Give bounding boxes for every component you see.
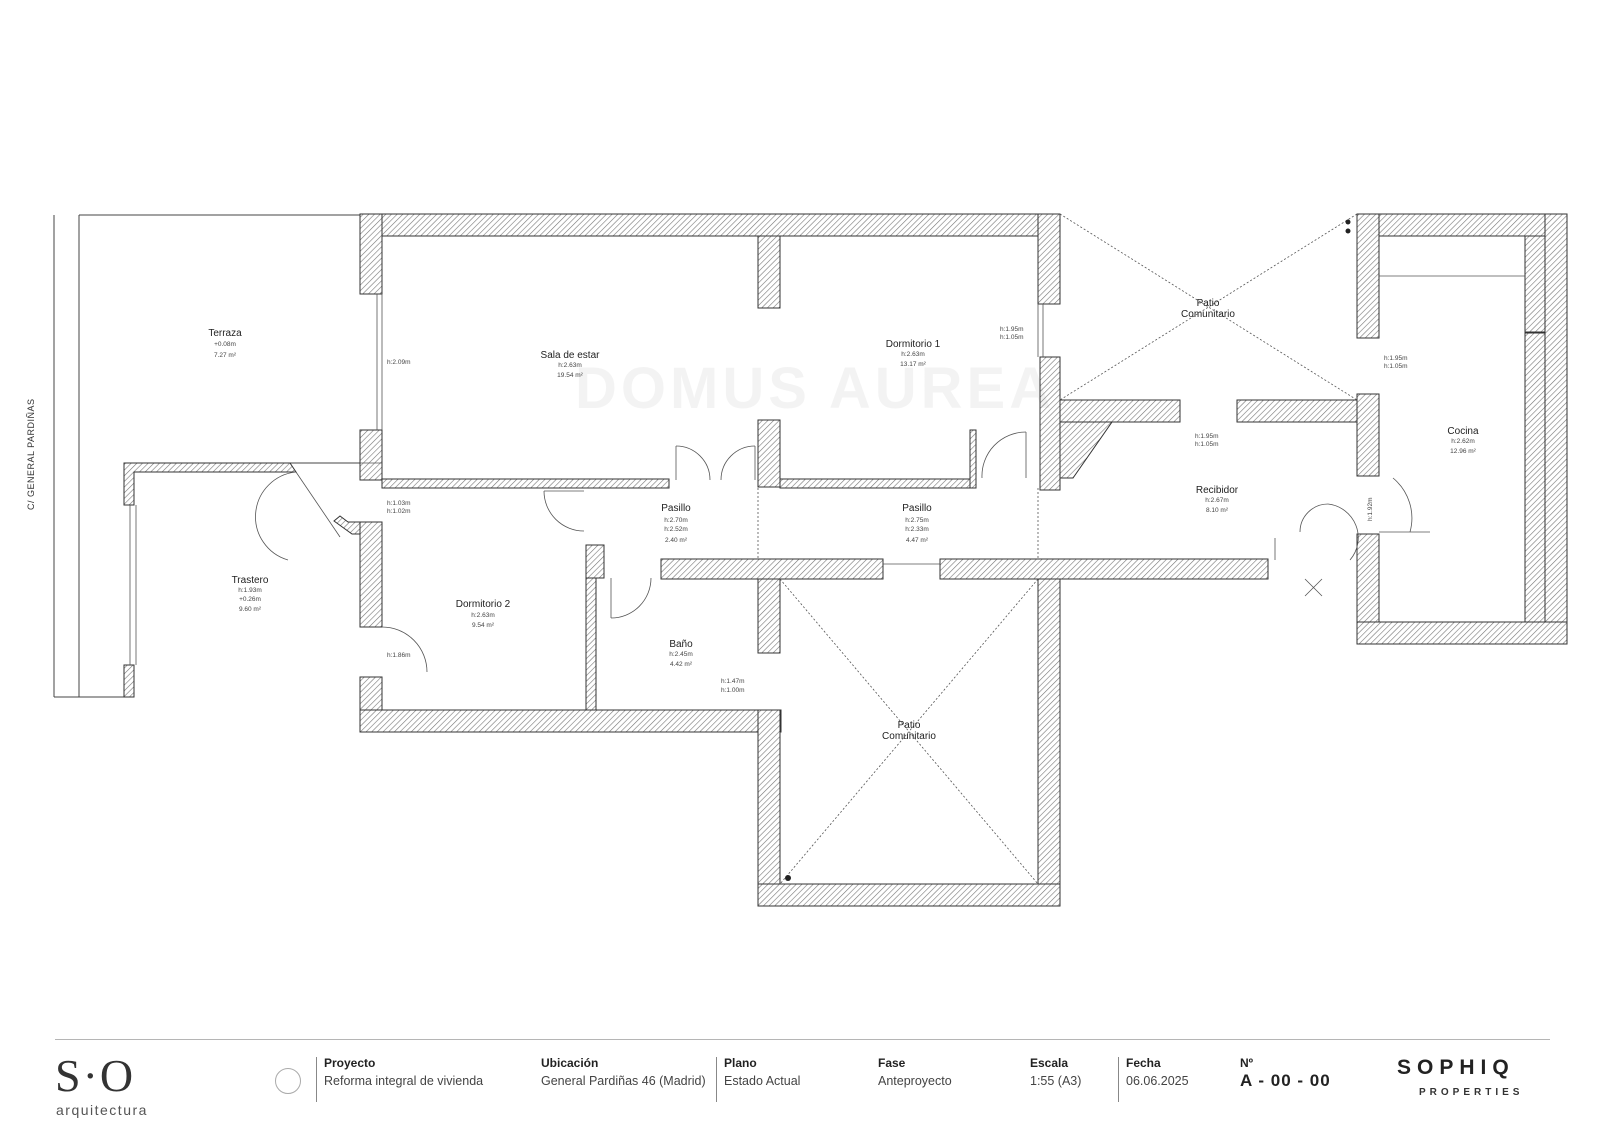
room-name: Pasillo: [661, 503, 691, 514]
room-height-2: +0.26m: [239, 596, 261, 603]
room-cocina: Cocina h:2.62m 12.96 m² h:1.95m h:1.05m …: [1367, 355, 1479, 521]
window-sill: h:1.02m: [387, 508, 411, 515]
room-height: h:2.63m: [901, 351, 925, 358]
room-recibidor: Recibidor h:2.67m 8.10 m² h:1.95m h:1.05…: [1195, 433, 1239, 514]
room-name: Dormitorio 1: [886, 339, 941, 350]
room-name: Pasillo: [902, 503, 932, 514]
room-area: 9.60 m²: [239, 606, 262, 613]
room-name-2: Comunitario: [1181, 309, 1235, 320]
window-height: h:2.09m: [387, 359, 411, 366]
room-pasillo2: Pasillo h:2.75m h:2.33m 4.47 m²: [902, 503, 932, 544]
room-height-2: h:2.52m: [664, 526, 688, 533]
room-height: h:2.75m: [905, 517, 929, 524]
room-height: h:1.93m: [238, 587, 262, 594]
room-dormitorio1: Dormitorio 1 h:2.63m 13.17 m² h:1.95m h:…: [886, 326, 1024, 368]
room-height: h:2.63m: [471, 612, 495, 619]
room-height: h:2.70m: [664, 517, 688, 524]
room-name: Baño: [669, 639, 693, 650]
room-terraza: Terraza +0.08m 7.27 m²: [208, 328, 242, 359]
door-height: h:1.92m: [1367, 498, 1374, 522]
room-height: h:2.63m: [558, 362, 582, 369]
room-area: 7.27 m²: [214, 352, 237, 359]
room-area: 9.54 m²: [472, 622, 495, 629]
room-name: Trastero: [232, 575, 269, 586]
terraza-outline: [53, 214, 360, 698]
room-name: Dormitorio 2: [456, 599, 511, 610]
window-sill: h:1.05m: [1384, 363, 1408, 370]
room-name: Recibidor: [1196, 485, 1239, 496]
door-height: h:1.86m: [387, 652, 411, 659]
room-area: 12.96 m²: [1450, 448, 1476, 455]
room-name: Cocina: [1447, 426, 1479, 437]
street-label: C/ GENERAL PARDIÑAS: [26, 398, 36, 510]
room-area: 13.17 m²: [900, 361, 926, 368]
room-pasillo1: Pasillo h:2.70m h:2.52m 2.40 m²: [661, 503, 691, 544]
room-name-2: Comunitario: [882, 731, 936, 742]
room-name: Patio: [1197, 298, 1220, 309]
doors-and-windows: [129, 213, 1525, 885]
watermark: DOMUS AUREA: [575, 356, 1055, 421]
window-height: h:1.47m: [721, 678, 745, 685]
room-patio-bottom: Patio Comunitario: [882, 720, 936, 742]
room-height: h:2.45m: [669, 651, 693, 658]
room-area: 2.40 m²: [665, 537, 688, 544]
room-bano: Baño h:2.45m 4.42 m² h:1.47m h:1.00m: [669, 639, 744, 694]
room-trastero: Trastero h:1.93m +0.26m 9.60 m²: [232, 575, 269, 613]
room-name: Patio: [898, 720, 921, 731]
window-sill: h:1.05m: [1000, 334, 1024, 341]
room-sala: Sala de estar h:2.63m 19.54 m² h:2.09m: [387, 350, 600, 379]
room-area: 4.42 m²: [670, 661, 693, 668]
room-height: +0.08m: [214, 341, 236, 348]
window-height: h:1.03m: [387, 500, 411, 507]
window-sill: h:1.00m: [721, 687, 745, 694]
window-height: h:1.95m: [1195, 433, 1219, 440]
room-area: 4.47 m²: [906, 537, 929, 544]
room-area: 8.10 m²: [1206, 507, 1229, 514]
room-height-2: h:2.33m: [905, 526, 929, 533]
room-patio-top: Patio Comunitario: [1181, 298, 1235, 320]
window-height: h:1.95m: [1384, 355, 1408, 362]
room-name: Sala de estar: [541, 350, 601, 361]
room-height: h:2.62m: [1451, 438, 1475, 445]
window-height: h:1.95m: [1000, 326, 1024, 333]
room-dormitorio2: Dormitorio 2 h:2.63m 9.54 m² h:1.03m h:1…: [387, 500, 511, 659]
room-height: h:2.67m: [1205, 497, 1229, 504]
window-sill: h:1.05m: [1195, 441, 1219, 448]
walls: [123, 213, 1568, 907]
room-name: Terraza: [208, 328, 242, 339]
room-area: 19.54 m²: [557, 372, 583, 379]
drain-icons: [785, 219, 1351, 881]
